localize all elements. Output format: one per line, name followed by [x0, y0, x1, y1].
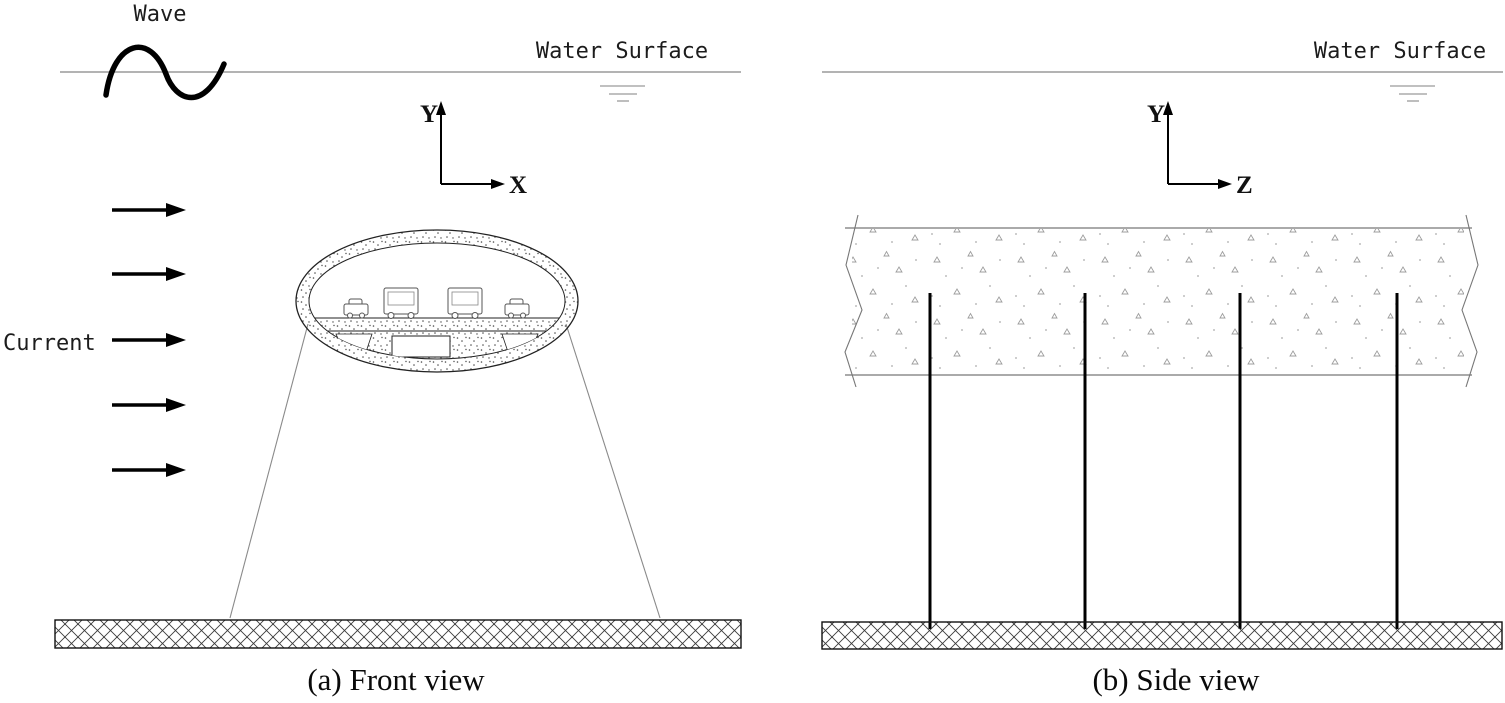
side-view-panel: Water Surface Y Z: [821, 39, 1503, 697]
current-arrows: [112, 203, 186, 477]
tunnel-cross-section: [295, 229, 579, 373]
current-arrow: [112, 398, 186, 412]
current-arrow: [112, 203, 186, 217]
road-deck-slab: [309, 317, 565, 332]
current-arrow: [112, 463, 186, 477]
front-view-caption: (a) Front view: [307, 662, 485, 697]
current-arrow: [112, 333, 186, 347]
side-view-caption: (b) Side view: [1092, 662, 1260, 697]
water-surface-label-side: Water Surface: [1314, 39, 1486, 64]
mooring-line-right: [565, 323, 661, 619]
tunnel-longitudinal-section: [844, 214, 1479, 388]
break-line-right: [1461, 214, 1479, 388]
tether-lines: [928, 293, 1399, 629]
current-arrow: [112, 267, 186, 281]
seabed-front: [54, 619, 742, 649]
x-axis-arrowhead: [491, 179, 505, 189]
vehicle-truck-right: [447, 287, 483, 319]
z-axis-arrowhead: [1218, 179, 1232, 189]
break-line-left: [844, 214, 863, 388]
y-axis-arrowhead: [1163, 101, 1173, 115]
service-duct: [391, 335, 451, 358]
vehicle-truck-left: [383, 287, 419, 319]
current-label: Current: [3, 331, 96, 356]
wave-label: Wave: [134, 2, 187, 27]
vehicle-car-right: [504, 298, 530, 319]
water-level-icon-front: [600, 85, 645, 102]
wave-icon: [103, 44, 227, 101]
z-axis-label-side: Z: [1236, 172, 1253, 199]
y-axis-label-front: Y: [420, 101, 438, 128]
x-axis-label-front: X: [509, 172, 527, 199]
coordinate-axes-side: Y Z: [1147, 101, 1253, 199]
water-level-icon-side: [1390, 85, 1435, 102]
front-view-panel: Wave Water Surface Y X Current: [3, 2, 742, 697]
water-surface-label-front: Water Surface: [536, 39, 708, 64]
y-axis-label-side: Y: [1147, 101, 1165, 128]
vehicle-car-left: [343, 298, 369, 319]
y-axis-arrowhead: [436, 101, 446, 115]
coordinate-axes-front: Y X: [420, 101, 527, 199]
seabed-side: [821, 621, 1503, 650]
mooring-line-left: [229, 323, 309, 619]
tunnel-body: [852, 229, 1464, 374]
